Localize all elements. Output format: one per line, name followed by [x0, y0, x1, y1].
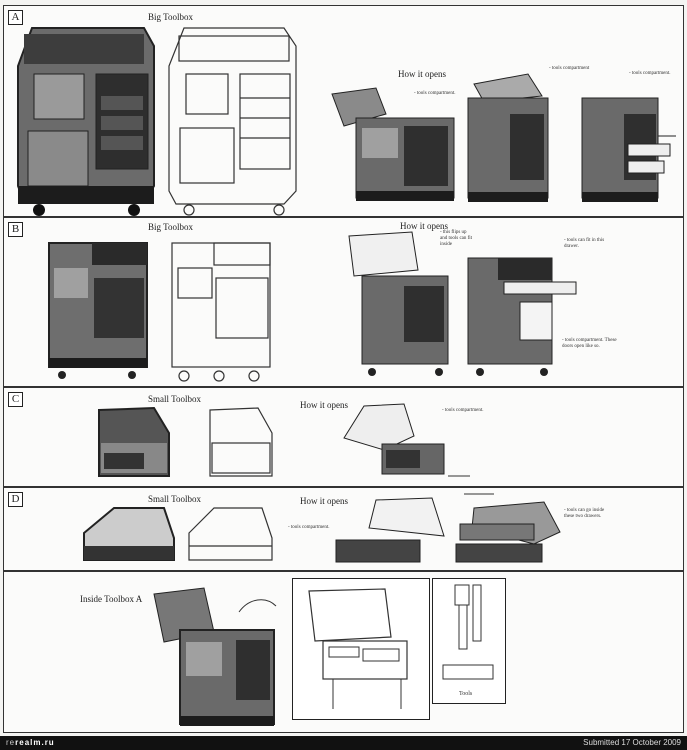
panel-d-how: How it opens [300, 496, 348, 506]
panel-b-sketches [48, 231, 577, 382]
panel-b-how: How it opens [400, 221, 448, 231]
small-toolbox-c-shaded [98, 406, 170, 477]
site-logo-prefix: re [6, 738, 16, 747]
panel-a-note-3: - tools compartment. [629, 71, 671, 76]
tools-detail-sketch [442, 584, 494, 680]
small-toolbox-d-opening-2 [455, 493, 561, 563]
panel-d-sketches [83, 493, 561, 563]
panel-a-letter: A [8, 10, 23, 25]
footer-bar: rerealm.ru Submitted 17 October 2009 [0, 736, 687, 750]
panel-c-letter: C [8, 392, 23, 407]
panel-inside-title: Inside Toolbox A [80, 594, 143, 604]
big-toolbox-lineart [168, 27, 297, 216]
small-toolbox-d-opening-1 [335, 497, 445, 563]
big-toolbox-b-lineart [171, 242, 271, 382]
panel-d-letter: D [8, 492, 23, 507]
panel-a-note-1: - tools compartment. [414, 91, 456, 96]
small-toolbox-c-lineart [209, 407, 273, 477]
panel-c-sketches [98, 403, 470, 477]
panel-a: A Big Toolbox How it opens - tools compa… [3, 5, 684, 217]
big-toolbox-b-shaded [48, 242, 148, 379]
panel-d: D Small Toolbox How it opens - tools com… [3, 487, 684, 571]
panel-c: C Small Toolbox How it opens - tools com… [3, 387, 684, 487]
big-toolbox-b-opening-1 [348, 231, 449, 376]
panel-b-title: Big Toolbox [148, 222, 193, 232]
inside-detail-sketch [308, 588, 408, 709]
small-toolbox-c-opening [343, 403, 470, 477]
panel-a-title: Big Toolbox [148, 12, 193, 22]
site-logo[interactable]: rerealm.ru [6, 738, 55, 747]
panel-a-note-2: - tools compartment [549, 66, 590, 71]
panel-d-note-2: - tools can go inside these two drawers. [564, 508, 605, 519]
panel-b-note-2: - tools can fit in this drawer. [564, 238, 605, 249]
big-toolbox-opening-3 [581, 97, 676, 202]
inside-detail-frame [292, 578, 430, 720]
small-toolbox-d-shaded [83, 507, 175, 561]
site-logo-main: realm.ru [15, 738, 55, 747]
big-toolbox-opening-1 [331, 87, 455, 201]
tools-label: Tools [459, 691, 473, 697]
big-toolbox-opening-2 [467, 73, 549, 202]
submitted-date: Submitted 17 October 2009 [583, 738, 681, 747]
panel-d-note-1: - tools compartment. [288, 525, 330, 530]
small-toolbox-d-lineart [188, 507, 273, 561]
panel-b-letter: B [8, 222, 23, 237]
big-toolbox-b-opening-2 [467, 257, 577, 376]
panel-inside: Inside Toolbox A [3, 571, 684, 733]
panel-a-how: How it opens [398, 69, 446, 79]
panel-b-note-3: - tools compartment. These doors open li… [562, 338, 617, 349]
panel-b-note-1: - this flips up and tools can fit inside [440, 230, 473, 247]
inside-toolbox-shaded [153, 587, 275, 726]
panel-inside-sketches [153, 587, 277, 726]
big-toolbox-shaded [17, 27, 155, 216]
panel-c-title: Small Toolbox [148, 394, 201, 404]
panel-c-how: How it opens [300, 400, 348, 410]
panel-d-title: Small Toolbox [148, 494, 201, 504]
panel-c-note-1: - tools compartment. [442, 408, 484, 413]
panel-a-sketches [17, 27, 676, 216]
panel-b: B Big Toolbox How it opens - this flips … [3, 217, 684, 387]
tools-detail-frame: Tools [432, 578, 506, 704]
